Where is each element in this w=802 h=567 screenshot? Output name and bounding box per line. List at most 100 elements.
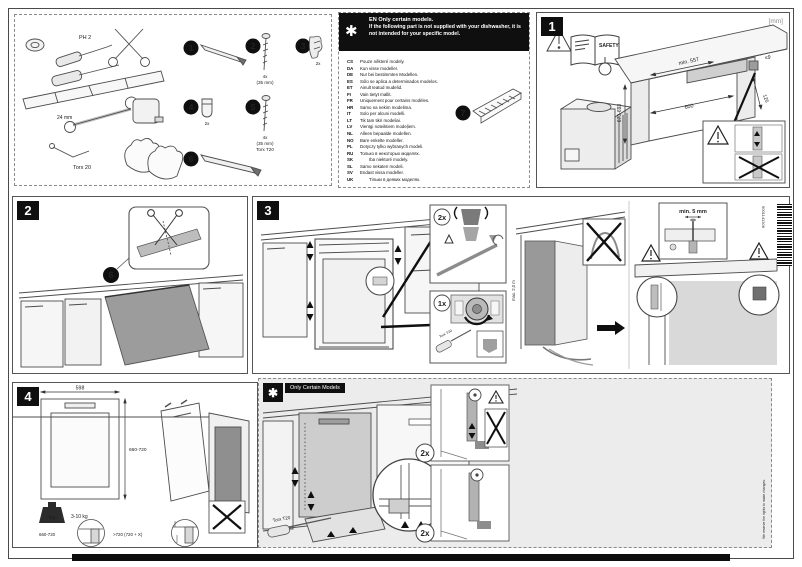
front-foot-inset: 1x Torx T20 (429, 290, 507, 364)
dishwasher-icon (559, 98, 633, 170)
scissors-icon (108, 28, 150, 67)
weight-range-label: 3-10 kg (71, 514, 88, 520)
part1-strip-icon (199, 44, 247, 66)
bracket-subpanel-bottom (430, 464, 510, 542)
part5-badge: 5 (251, 102, 256, 112)
rights-note: We reserve the rights to make changes. (762, 479, 766, 539)
torx-screwdriver-icon (435, 329, 472, 353)
barcode-number: 9001141306 (706, 206, 766, 228)
part4-badge: 4 (189, 102, 194, 112)
step2-illustration: 6 (18, 206, 244, 368)
inset-tool-label: Torx T20 (439, 329, 453, 339)
plinth-adjust-arrows (291, 467, 357, 537)
cut-line (162, 220, 172, 256)
hose-length-label: max. 2,0 m (511, 280, 516, 301)
folding-rule-icon (22, 70, 165, 110)
part7-illustration: 7 (455, 88, 522, 124)
case-b-detail (171, 519, 199, 547)
dim-gap: ≤9 (765, 55, 771, 61)
cross-icon (738, 156, 780, 179)
part5-size: (35 mm) (256, 141, 274, 146)
step2-panel: 2 6 (12, 196, 248, 374)
wrench-size-label: 24 mm (57, 115, 72, 121)
torx-t20-label: Torx T20 (272, 515, 291, 523)
notice-panel: ✱ EN Only certain models. If the followi… (338, 12, 530, 188)
kg-label: kg (49, 515, 55, 521)
step1-panel: 1 [mm] SAFETY (536, 12, 790, 188)
qty-rear-label: 2x (438, 213, 447, 222)
door-width-label: 598 (76, 386, 85, 392)
asterisk-icon: ✱ (345, 23, 358, 40)
weight-icon: kg (39, 502, 65, 523)
notice-header: ✱ EN Only certain models. If the followi… (339, 13, 529, 51)
bottom-fold-bar (72, 554, 730, 561)
barcode (777, 204, 792, 266)
part3-qty: 2x (316, 61, 322, 66)
step3-panel: 3 (252, 196, 790, 374)
case-a-detail (77, 519, 105, 547)
svg-text:6: 6 (108, 270, 113, 280)
part5-tool: Torx T20 (256, 147, 274, 152)
rear-foot-inset: 2x (429, 204, 507, 284)
bracket-subpanel-top (430, 384, 510, 462)
part6-reference-badge (103, 267, 119, 283)
front-foot-icon (483, 339, 497, 353)
tools-and-parts-panel: PH 2 24 mm Torx 20 1 2 (14, 14, 332, 186)
wrench-icon (64, 96, 138, 133)
optional-models-illustration: Torx T20 2x (262, 384, 766, 543)
bracket-warning-inset (702, 120, 786, 184)
torx-screwdriver-icon (267, 517, 332, 538)
torx-key-icon (49, 143, 90, 158)
supplied-parts: 1 2 4x (35 mm) 3 (183, 33, 323, 177)
min-gap-inset: min. 5 mm (658, 202, 728, 260)
cross-icon (586, 222, 622, 262)
door-mounting-scene (13, 399, 250, 534)
part4-cap-icon (201, 98, 213, 118)
door-drawing (40, 398, 120, 500)
dim-depth: min. 557 (678, 57, 699, 67)
rear-foot-spindle (461, 209, 481, 225)
part1-badge: 1 (189, 43, 194, 53)
part6-strip-icon (199, 154, 262, 177)
part2-badge: 2 (251, 41, 256, 51)
dim-width: 600 (684, 103, 694, 111)
part2-screw-icon (261, 33, 271, 71)
unit-note: [mm] (768, 18, 783, 25)
push-in-scene: max. 2,0 m (511, 211, 626, 366)
only-certain-models-tag: Only Certain Models (285, 383, 345, 393)
warning-triangle-right (748, 241, 770, 260)
step4-illustration: 598 660-720 kg 3-10 kg 660-720 >720 (720… (13, 386, 250, 547)
svg-text:2x: 2x (421, 529, 430, 538)
qty-front-label: 1x (438, 299, 447, 308)
min-gap-label: min. 5 mm (679, 209, 707, 215)
case-a-label: 660-720 (39, 532, 56, 537)
notice-title: EN Only certain models. (369, 17, 434, 23)
optional-models-panel: ✱ Only Certain Models (258, 378, 772, 548)
callout-line (731, 72, 757, 126)
safety-label: SAFETY (599, 43, 619, 49)
part4-qty: 2x (205, 121, 211, 126)
notice-body: If the following part is not supplied wi… (369, 24, 521, 37)
tools-illustration: PH 2 24 mm Torx 20 1 2 (22, 28, 323, 180)
svg-text:2x: 2x (421, 449, 430, 458)
callout-line-rear (381, 240, 433, 318)
cutting-inset (128, 206, 210, 270)
part5-qty: 4x (263, 135, 269, 140)
part2-qty: 4x (263, 74, 269, 79)
wrong-mount-inset (208, 500, 246, 534)
part3-badge: 3 (301, 41, 306, 51)
ph2-label: PH 2 (79, 35, 91, 41)
wrench-icon (436, 243, 498, 277)
